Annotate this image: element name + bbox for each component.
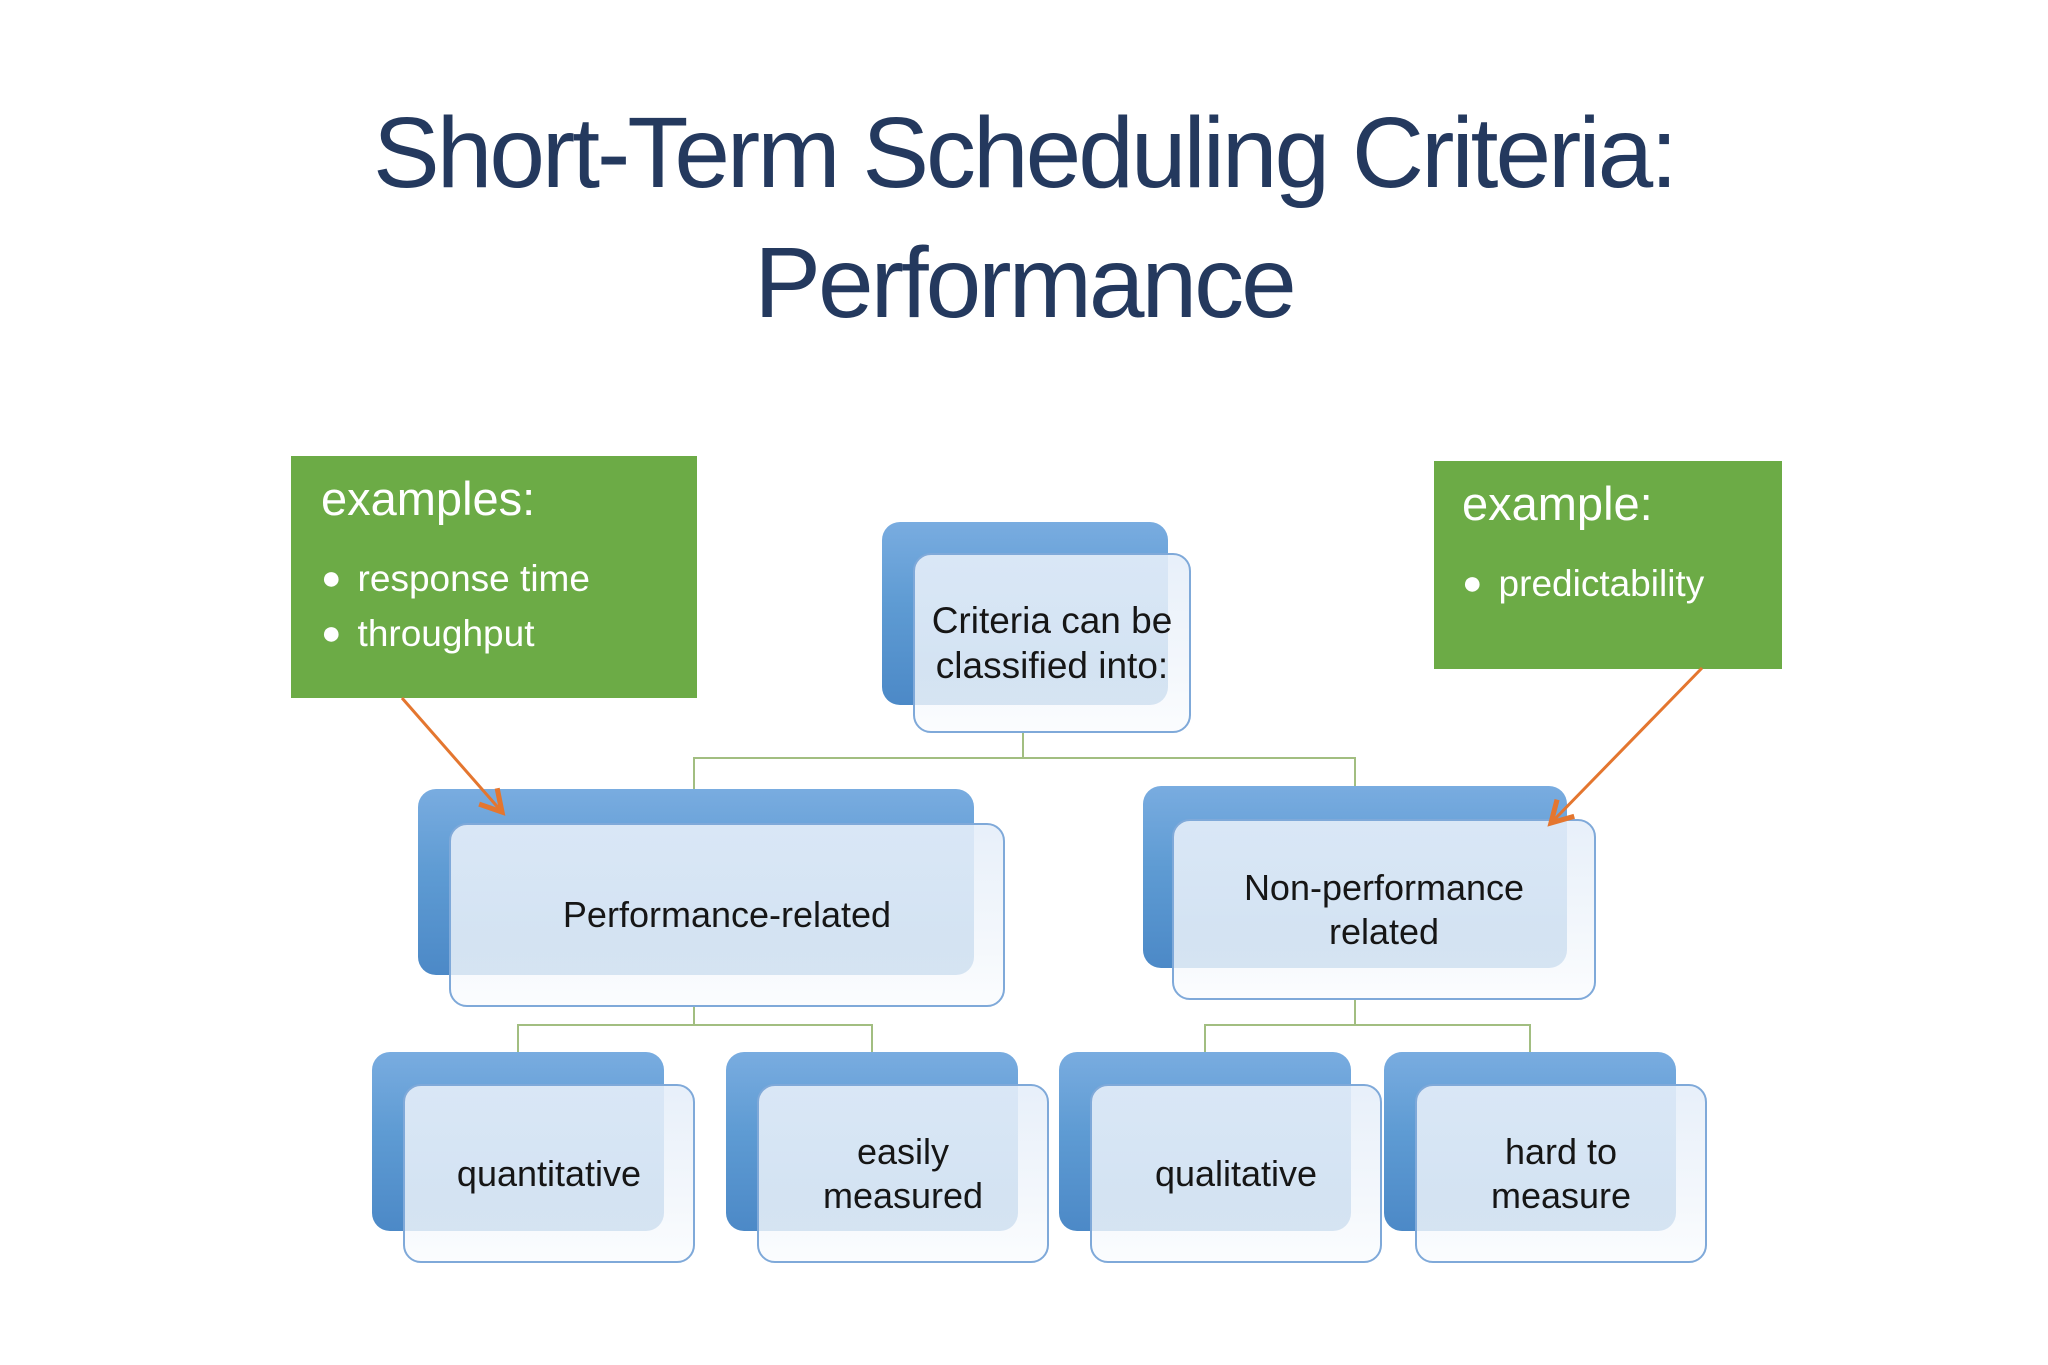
node-root-label: Criteria can be classified into: — [931, 599, 1173, 686]
slide-title: Short-Term Scheduling Criteria: Performa… — [0, 88, 2048, 348]
callout-example: example: ● predictability — [1434, 461, 1782, 669]
callout-example-bullet-1: predictability — [1498, 562, 1705, 604]
node-performance: Performance-related — [449, 823, 1005, 1007]
node-performance-label: Performance-related — [562, 894, 892, 936]
connector-root-stem — [1022, 733, 1024, 759]
node-root: Criteria can be classified into: — [913, 553, 1191, 733]
list-item: ● response time — [321, 551, 687, 607]
node-hard-to-measure-label: hard to measure — [1490, 1130, 1632, 1216]
connector-quantitative-drop — [517, 1024, 519, 1053]
connector-left-sub-horizontal — [517, 1024, 873, 1026]
bullet-dot-icon: ● — [1462, 563, 1483, 602]
connector-easily-drop — [871, 1024, 873, 1053]
callout-examples-bullet-2: throughput — [357, 613, 535, 655]
node-quantitative: quantitative — [403, 1084, 695, 1263]
callout-examples-bullet-1: response time — [357, 557, 590, 599]
callout-example-heading: example: — [1462, 477, 1653, 530]
slide-title-line1: Short-Term Scheduling Criteria: — [373, 97, 1678, 209]
connector-qualitative-drop — [1204, 1024, 1206, 1053]
node-hard-to-measure: hard to measure — [1415, 1084, 1707, 1263]
slide-title-line2: Performance — [754, 227, 1296, 339]
node-quantitative-label: quantitative — [456, 1152, 642, 1194]
node-nonperformance-label: Non-performance related — [1243, 866, 1525, 952]
node-easily-measured: easily measured — [757, 1084, 1049, 1263]
connector-right-drop — [1354, 757, 1356, 787]
bullet-dot-icon: ● — [321, 558, 342, 597]
node-easily-measured-label: easily measured — [822, 1130, 984, 1216]
connector-right-sub-horizontal — [1204, 1024, 1531, 1026]
connector-left-drop — [693, 757, 695, 790]
connector-hard-drop — [1529, 1024, 1531, 1053]
connector-level1-horizontal — [693, 757, 1356, 759]
node-qualitative: qualitative — [1090, 1084, 1382, 1263]
bullet-dot-icon: ● — [321, 614, 342, 653]
arrow-example-to-nonperformance — [1547, 666, 1704, 827]
list-item: ● predictability — [1462, 556, 1772, 612]
node-nonperformance: Non-performance related — [1172, 819, 1596, 1000]
connector-left-stem — [693, 1007, 695, 1026]
callout-examples-heading: examples: — [321, 472, 536, 525]
node-qualitative-label: qualitative — [1154, 1152, 1318, 1194]
list-item: ● throughput — [321, 606, 687, 662]
callout-examples: examples: ● response time ● throughput — [291, 456, 697, 698]
connector-right-stem — [1354, 1000, 1356, 1026]
